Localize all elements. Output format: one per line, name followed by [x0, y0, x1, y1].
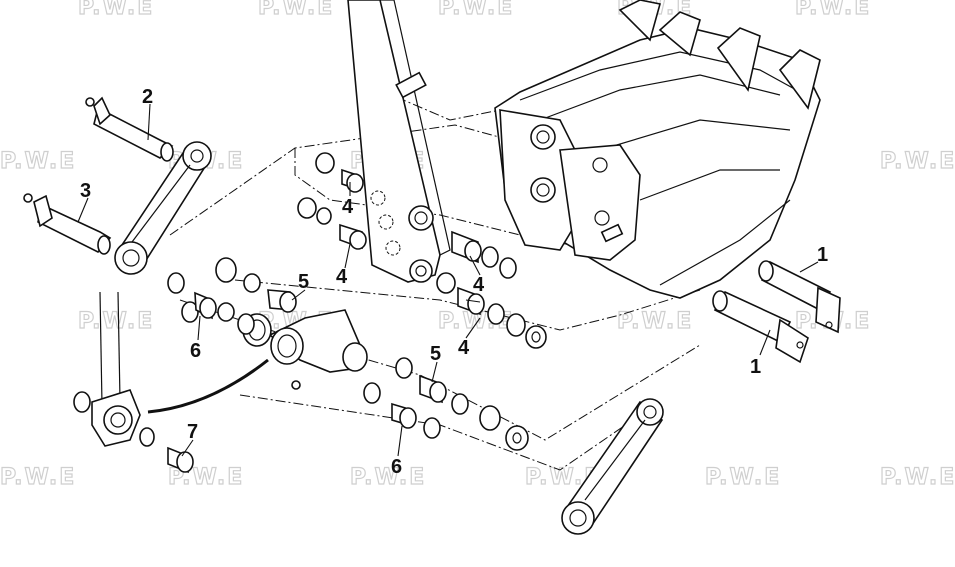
watermark: P.W.E [0, 465, 76, 490]
pin-2 [85, 96, 174, 162]
link-rod-lower [561, 398, 664, 535]
callout-2: 2 [142, 86, 153, 108]
callout-6-left: 6 [190, 340, 201, 362]
callout-4-left: 4 [336, 266, 348, 288]
pin-1-lower [712, 290, 809, 364]
boom-arm [347, 0, 451, 283]
watermark: P.W.E [705, 465, 781, 490]
callout-labels: 1 1 2 3 4 4 4 4 5 5 6 6 7 [80, 86, 828, 478]
pin-1-upper [758, 260, 841, 334]
pin-3 [23, 193, 112, 255]
watermark: P.W.E [880, 149, 955, 174]
link-rod-upper [114, 141, 212, 275]
watermark: P.W.E [78, 309, 154, 334]
watermark: P.W.E [617, 309, 693, 334]
excavator-bucket [494, 0, 821, 299]
bushings-and-seals [167, 152, 547, 474]
callout-1-lower: 1 [750, 356, 761, 378]
leader-lines [77, 103, 819, 457]
watermark: P.W.E [350, 465, 426, 490]
watermark: P.W.E [880, 465, 955, 490]
callout-7: 7 [187, 421, 198, 443]
callout-5-right: 5 [430, 343, 441, 365]
callout-5-left: 5 [298, 271, 309, 293]
watermark: P.W.E [258, 0, 334, 20]
watermark: P.W.E [795, 0, 871, 20]
callout-4-right: 4 [473, 274, 485, 296]
callout-4-lower: 4 [458, 337, 470, 359]
callout-3: 3 [80, 180, 91, 202]
watermark: P.W.E [438, 0, 514, 20]
insertion-arrow [147, 358, 269, 414]
callout-4-upper: 4 [342, 196, 354, 218]
callout-1-upper: 1 [817, 244, 828, 266]
callout-6-right: 6 [391, 456, 402, 478]
h-link-bracket [242, 309, 368, 390]
watermark: P.W.E [0, 149, 76, 174]
cylinder-rod [73, 291, 155, 447]
watermark: P.W.E [78, 0, 154, 20]
